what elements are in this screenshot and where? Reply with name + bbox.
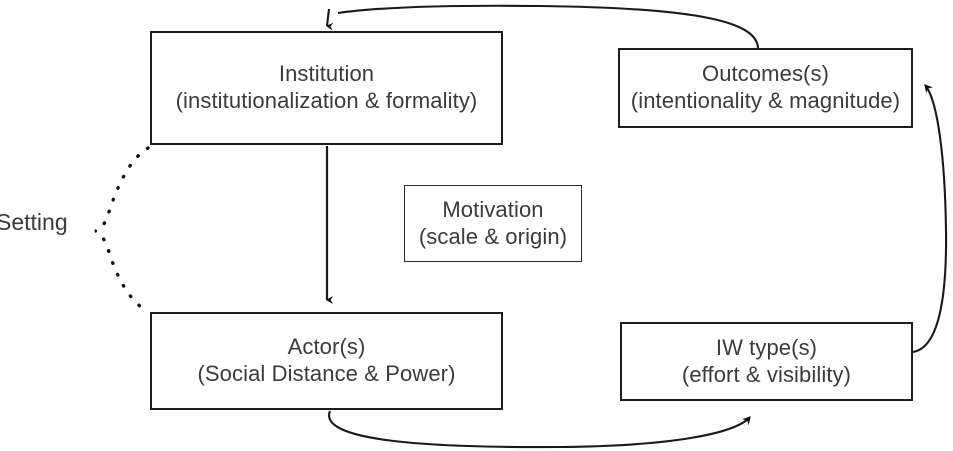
node-actors[interactable]: Actor(s) (Social Distance & Power): [150, 312, 503, 410]
node-institution[interactable]: Institution (institutionalization & form…: [150, 31, 503, 145]
node-outcomes-line2: (intentionality & magnitude): [630, 88, 901, 113]
node-motivation-line1: Motivation: [442, 196, 544, 222]
edge-outcomes-to-institution: [325, 4, 760, 49]
node-motivation-line2: (scale & origin): [418, 223, 568, 249]
node-iw-types-line2: (effort & visibility): [681, 361, 852, 387]
edge-iwtypes-to-outcomes: [912, 84, 948, 354]
node-motivation[interactable]: Motivation (scale & origin): [404, 185, 582, 262]
node-institution-line2: (institutionalization & formality): [175, 88, 478, 113]
edge-setting-brace: [94, 146, 150, 314]
node-outcomes[interactable]: Outcomes(s) (intentionality & magnitude): [618, 48, 913, 128]
node-iw-types[interactable]: IW type(s) (effort & visibility): [620, 322, 913, 401]
node-institution-line1: Institution: [278, 61, 375, 87]
setting-label: Setting: [0, 209, 68, 235]
node-actors-line1: Actor(s): [287, 334, 366, 360]
edge-actors-to-iwtypes: [328, 410, 751, 449]
node-actors-line2: (Social Distance & Power): [197, 361, 456, 386]
node-outcomes-line1: Outcomes(s): [701, 61, 829, 87]
node-iw-types-line1: IW type(s): [715, 334, 818, 360]
